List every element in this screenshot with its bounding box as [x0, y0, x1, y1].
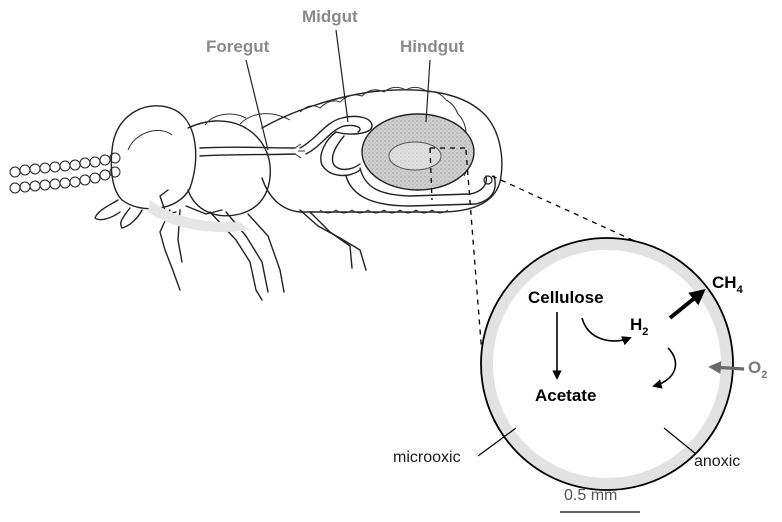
anoxic-core — [493, 250, 721, 478]
termite-illustration — [10, 87, 502, 300]
foregut-label: Foregut — [206, 37, 270, 56]
midgut-leader — [336, 30, 348, 122]
ch4-label: CH4 — [712, 273, 744, 296]
o2-main: O — [748, 358, 761, 377]
ch4-sub: 4 — [737, 284, 744, 296]
o2-label: O2 — [748, 358, 767, 381]
h2-main: H — [630, 315, 642, 334]
scale-label: 0.5 mm — [564, 487, 617, 504]
microoxic-label: microoxic — [393, 449, 461, 466]
acetate-label: Acetate — [535, 386, 596, 405]
termite-head — [111, 106, 195, 209]
ch4-main: CH — [712, 273, 737, 292]
o2-sub: 2 — [761, 369, 767, 381]
h2-sub: 2 — [642, 326, 648, 338]
anoxic-label: anoxic — [694, 453, 740, 470]
termite-legs — [160, 190, 366, 300]
arrow-o2-inflow — [712, 367, 744, 369]
hindgut-label: Hindgut — [400, 37, 465, 56]
antennae — [10, 153, 120, 193]
midgut-label: Midgut — [302, 7, 358, 26]
cellulose-label: Cellulose — [528, 288, 604, 307]
termite-thorax — [188, 121, 270, 216]
